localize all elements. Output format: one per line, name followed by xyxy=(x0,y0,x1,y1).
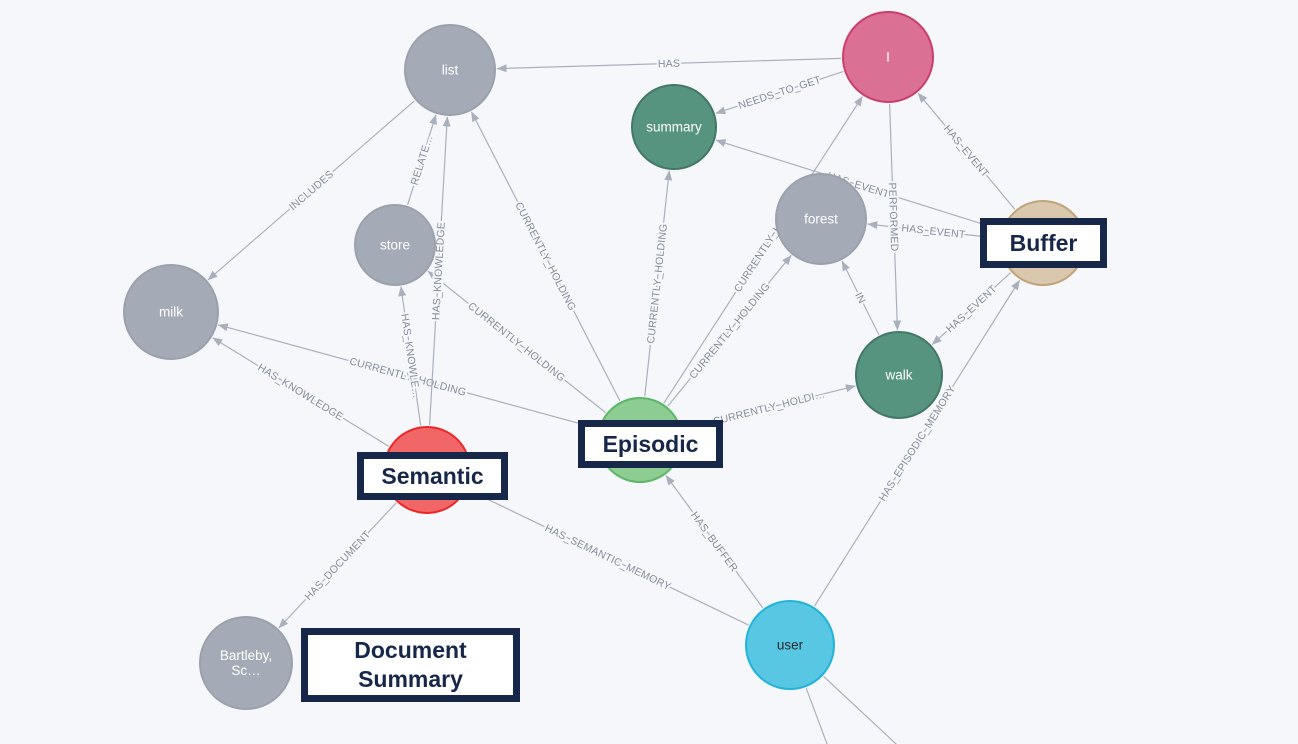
relationship-label: CURRENTLY_HOLDI… xyxy=(712,388,826,428)
node-bartleby[interactable]: Bartleby,Sc… xyxy=(199,616,293,710)
relationship-label: HAS_EVENT xyxy=(944,283,1000,336)
annotation-label: Document Summary xyxy=(354,637,467,692)
relationship-line[interactable] xyxy=(427,270,606,414)
relationship-label: IN xyxy=(852,291,868,306)
edge-user-semantic_node[interactable]: HAS_SEMANTIC_MEMORY xyxy=(467,489,749,626)
relationship-label: CURRENTLY_HOLDING xyxy=(512,200,578,313)
annotation-buffer: Buffer xyxy=(980,218,1107,268)
relationship-line[interactable] xyxy=(398,286,422,426)
relationship-label: HAS_SEMANTIC_MEMORY xyxy=(543,522,673,593)
relationship-line[interactable] xyxy=(428,116,451,426)
relationship-line[interactable] xyxy=(841,260,880,336)
relationship-line[interactable] xyxy=(889,103,902,331)
relationship-label: CURRENTLY_HOLDING xyxy=(466,300,568,384)
relationship-label: HAS_KNOWLEDGE xyxy=(255,362,345,424)
edge-I-summary[interactable]: NEEDS_TO_GET xyxy=(715,71,844,115)
relationship-line[interactable] xyxy=(470,111,621,402)
relationship-line[interactable] xyxy=(217,323,598,429)
relationship-line[interactable] xyxy=(867,221,1000,239)
relationship-label: HAS_KNOWLE… xyxy=(398,313,422,399)
edge-semantic_node-store[interactable]: HAS_KNOWLE… xyxy=(396,286,424,426)
relationship-line[interactable] xyxy=(667,254,792,407)
edge-user-off1[interactable] xyxy=(805,687,847,744)
relationship-label: HAS_EVENT xyxy=(901,222,967,241)
relationship-line[interactable] xyxy=(805,687,847,744)
node-user[interactable]: user xyxy=(745,600,835,690)
node-circle[interactable] xyxy=(775,173,867,265)
annotation-document-summary: Document Summary xyxy=(301,628,520,702)
edge-semantic_node-bartleby[interactable]: HAS_DOCUMENT xyxy=(278,502,397,629)
node-circle[interactable] xyxy=(631,84,717,170)
node-circle[interactable] xyxy=(855,331,943,419)
relationship-line[interactable] xyxy=(715,139,1002,231)
node-circle[interactable] xyxy=(745,600,835,690)
annotation-episodic: Episodic xyxy=(578,420,723,468)
relationship-line[interactable] xyxy=(207,100,415,281)
edge-walk-forest[interactable]: IN xyxy=(841,260,880,336)
relationship-line[interactable] xyxy=(467,489,749,626)
node-circle[interactable] xyxy=(199,616,293,710)
relationship-line[interactable] xyxy=(496,57,842,73)
node-list[interactable]: list xyxy=(404,24,496,116)
edge-user-off2[interactable] xyxy=(823,675,939,744)
node-store[interactable]: store xyxy=(354,204,436,286)
annotation-label: Buffer xyxy=(1009,229,1078,256)
node-circle[interactable] xyxy=(404,24,496,116)
relationship-label: PERFORMED xyxy=(886,182,900,251)
relationship-line[interactable] xyxy=(212,337,390,447)
edge-user-buffer_node[interactable]: HAS_EPISODIC_MEMORY xyxy=(813,279,1021,607)
edge-buffer_node-I[interactable]: HAS_EVENT xyxy=(917,92,1016,210)
relationship-line[interactable] xyxy=(813,279,1021,607)
edge-user-episodic_node[interactable]: HAS_BUFFER xyxy=(665,475,764,609)
relationship-label: NEEDS_TO_GET xyxy=(737,74,823,112)
annotation-label: Semantic xyxy=(381,462,484,489)
edge-semantic_node-milk[interactable]: HAS_KNOWLEDGE xyxy=(212,337,390,447)
relationship-label: CURRENTLY_HOLDING xyxy=(645,223,670,344)
relationship-line[interactable] xyxy=(917,92,1016,210)
node-circle[interactable] xyxy=(354,204,436,286)
relationship-line[interactable] xyxy=(278,502,397,629)
relationship-line[interactable] xyxy=(665,475,764,609)
relationship-label: RELATE… xyxy=(409,133,436,186)
relationship-label: CURRENTLY_HOLDING xyxy=(687,281,773,382)
node-summary[interactable]: summary xyxy=(631,84,717,170)
relationship-line[interactable] xyxy=(644,170,673,397)
edge-I-list[interactable]: HAS xyxy=(496,56,842,73)
node-forest[interactable]: forest xyxy=(775,173,867,265)
relationship-line[interactable] xyxy=(715,71,844,115)
relationship-label: HAS_DOCUMENT xyxy=(303,528,374,602)
relationship-label: HAS_EVENT xyxy=(941,123,992,180)
node-I[interactable]: I xyxy=(842,11,934,103)
node-circle[interactable] xyxy=(123,264,219,360)
edge-episodic_node-forest[interactable]: CURRENTLY_HOLDING xyxy=(667,254,792,407)
relationship-label: HAS_BUFFER xyxy=(688,510,740,575)
edge-buffer_node-walk[interactable]: HAS_EVENT xyxy=(931,272,1011,346)
relationship-line[interactable] xyxy=(931,272,1011,346)
node-circle[interactable] xyxy=(842,11,934,103)
relationship-label: INCLUDES xyxy=(287,168,336,213)
relationship-line[interactable] xyxy=(823,675,939,744)
node-walk[interactable]: walk xyxy=(855,331,943,419)
annotation-semantic: Semantic xyxy=(357,452,508,500)
edge-episodic_node-summary[interactable]: CURRENTLY_HOLDING xyxy=(643,170,673,397)
node-milk[interactable]: milk xyxy=(123,264,219,360)
relationship-line[interactable] xyxy=(407,114,437,206)
annotation-label: Episodic xyxy=(602,430,699,457)
edge-store-list[interactable]: RELATE… xyxy=(407,114,438,206)
relationship-line[interactable] xyxy=(663,96,863,404)
edge-I-walk[interactable]: PERFORMED xyxy=(884,103,902,331)
relationship-label: HAS xyxy=(658,58,681,71)
